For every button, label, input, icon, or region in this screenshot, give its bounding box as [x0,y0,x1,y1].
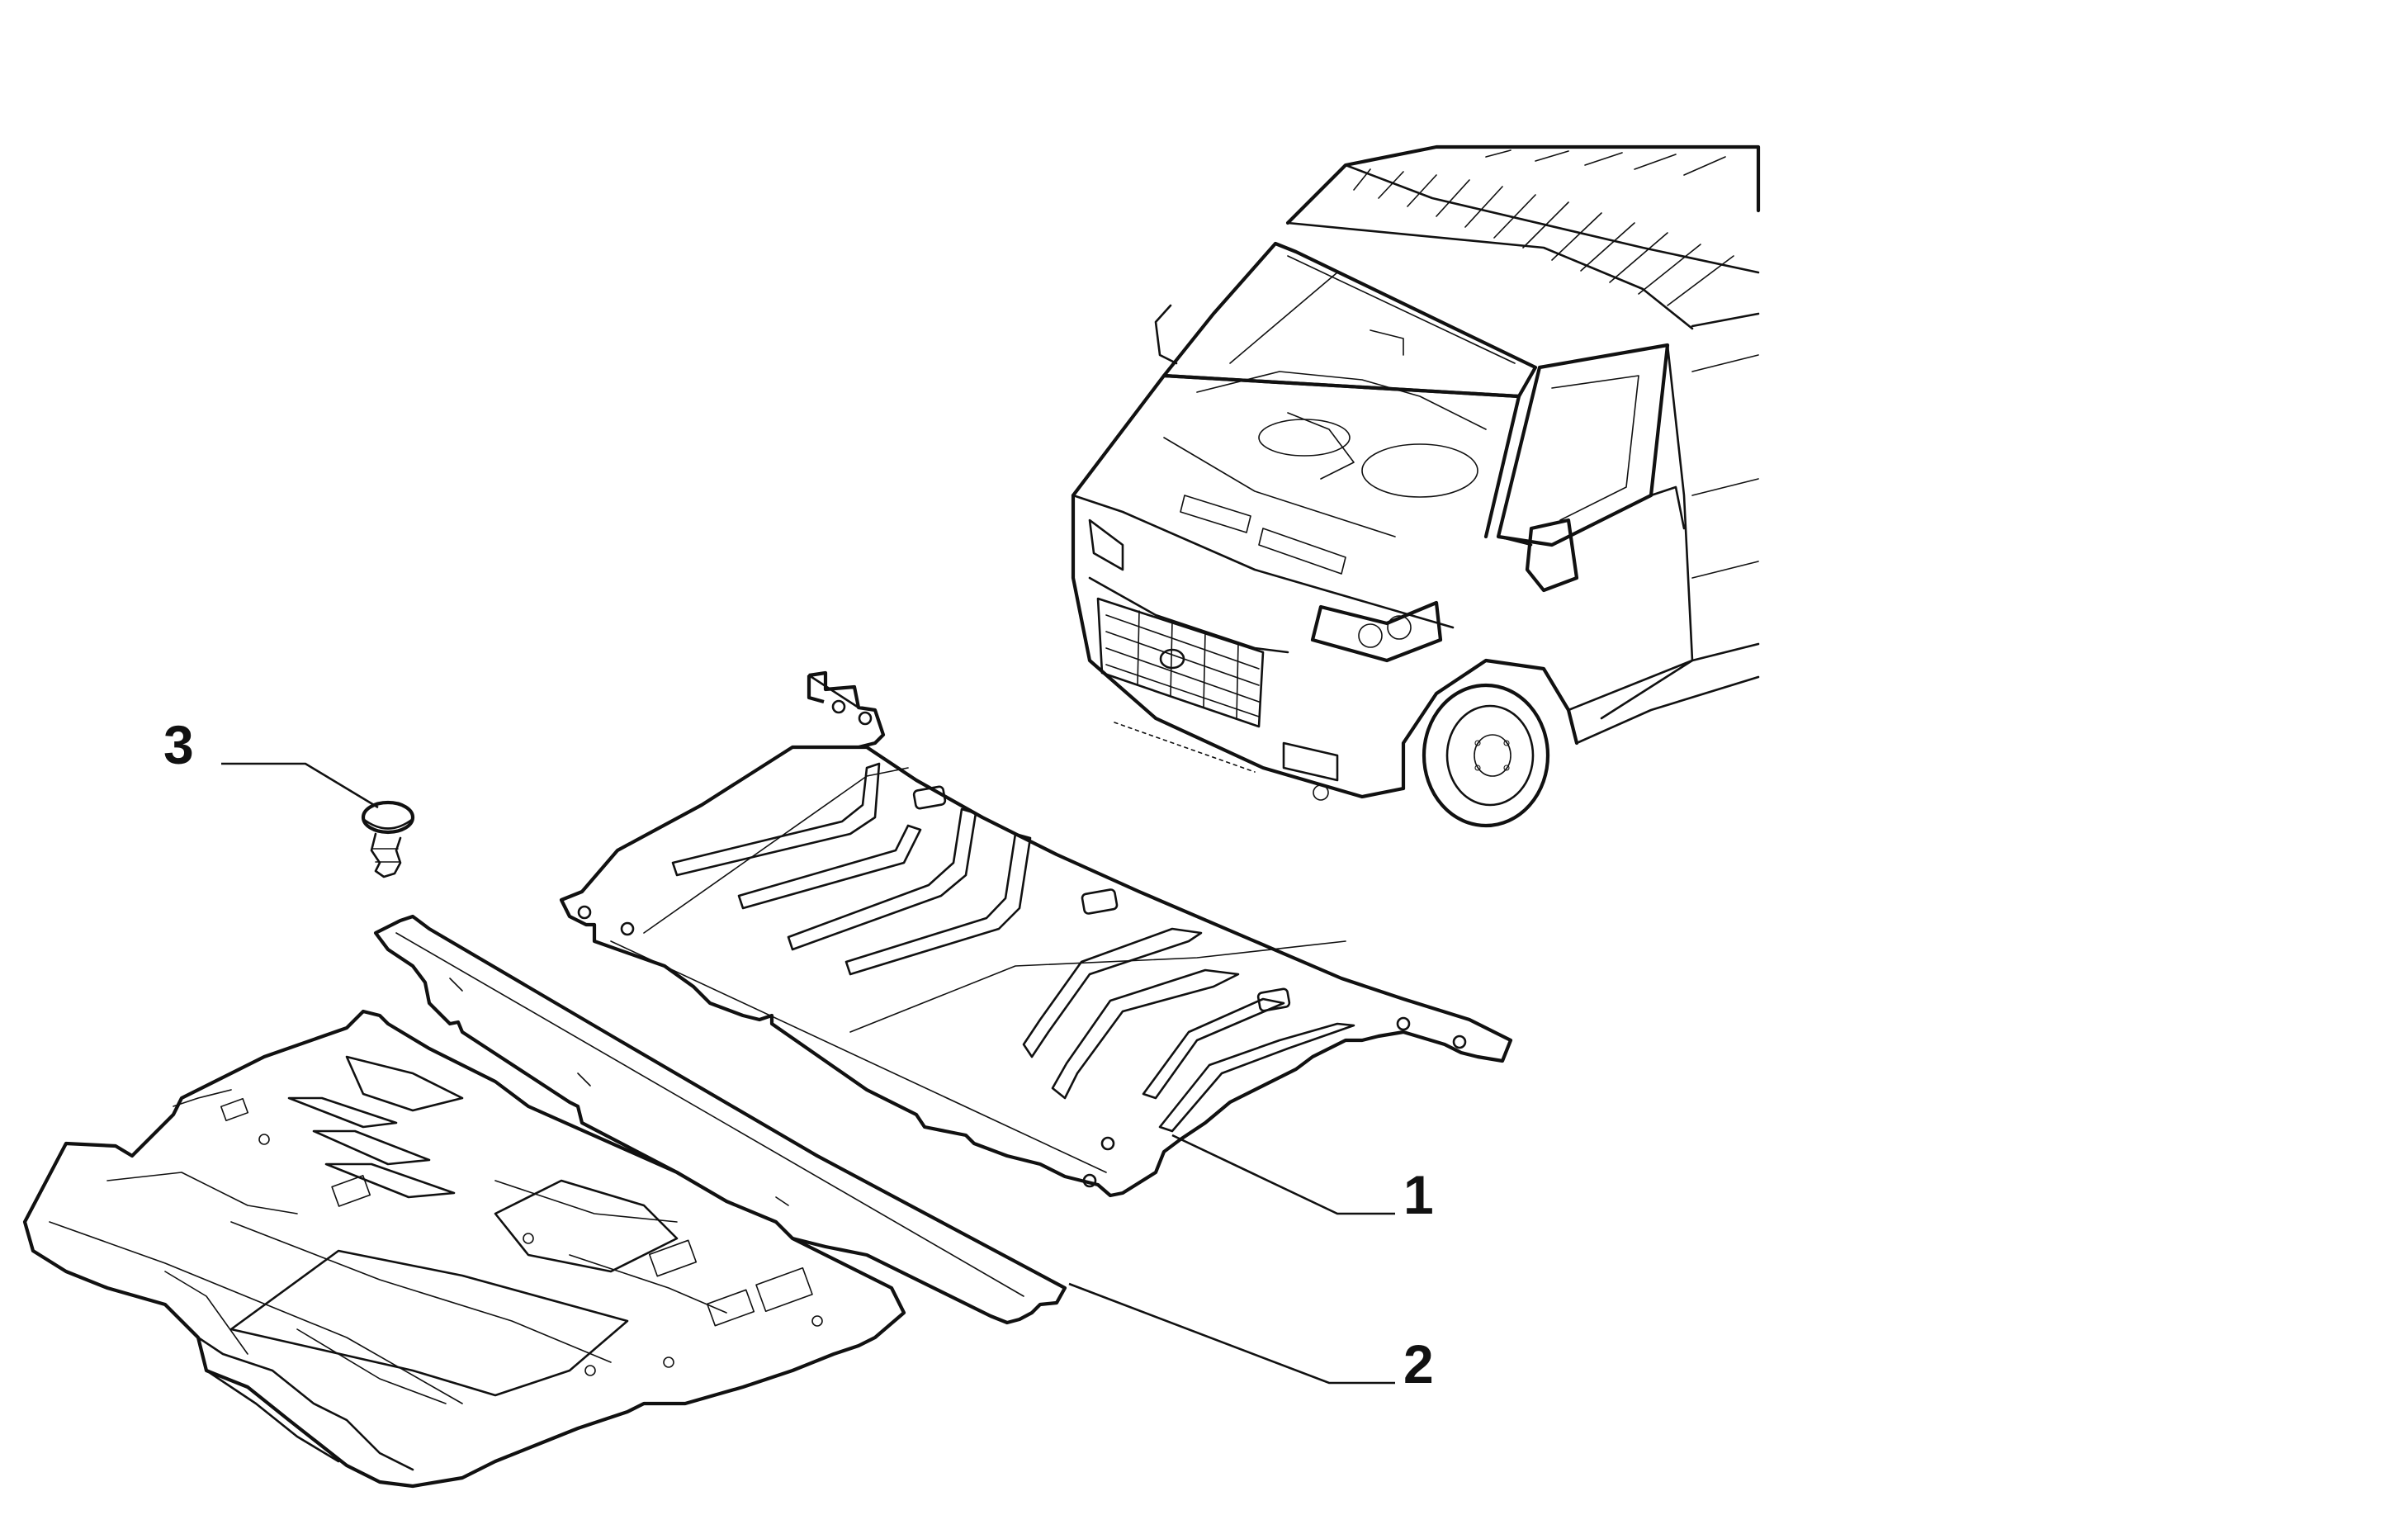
part-1-floor-panel [559,670,1513,1198]
callout-3-leader [221,762,379,809]
callout-2: 2 [1068,1282,1434,1394]
part-3-fastener-clip [361,800,415,878]
part-2-floor-strip [373,914,1067,1325]
callout-1: 1 [1171,1134,1434,1225]
cab-floor-assembly [22,1009,906,1489]
callout-3-number: 3 [163,714,194,775]
callout-2-leader [1068,1282,1395,1385]
van-illustration [1071,144,1761,828]
callout-1-number: 1 [1403,1164,1434,1225]
callout-2-number: 2 [1403,1333,1434,1394]
callout-1-leader [1171,1134,1395,1215]
callout-3: 3 [163,714,379,809]
